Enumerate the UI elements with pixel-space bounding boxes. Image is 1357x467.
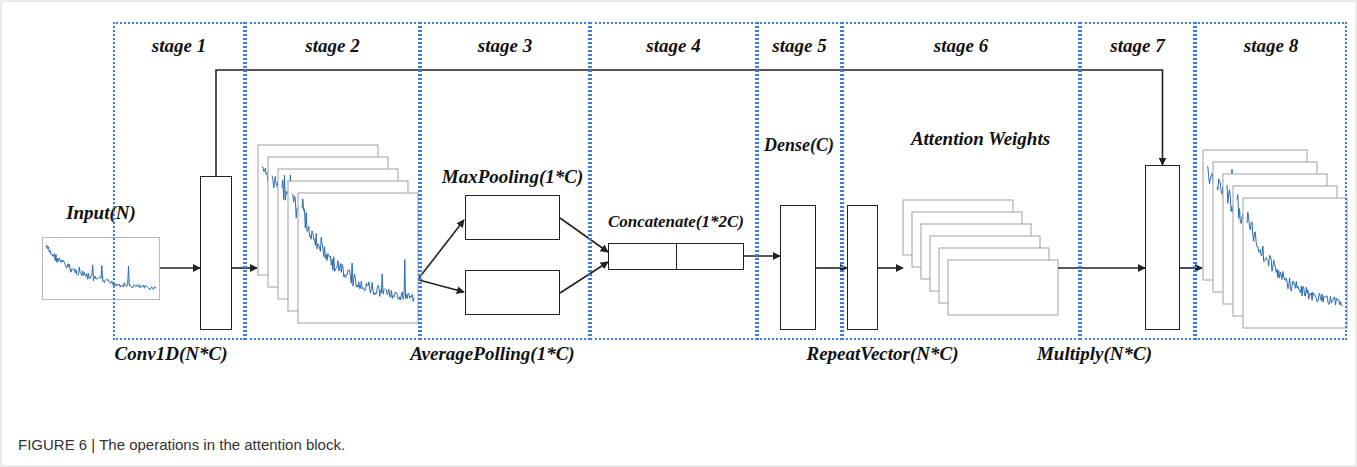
spectrum-trace xyxy=(46,245,156,289)
stage-label: stage 8 xyxy=(1244,36,1298,57)
stage-label: stage 4 xyxy=(646,36,700,57)
pooling-box: MaxPooling(1*C) xyxy=(465,195,560,240)
layer-label: Conv1D(N*C) xyxy=(115,344,228,365)
connector-arrow xyxy=(560,262,608,293)
concat-box: Concatenate(1*2C) xyxy=(608,243,744,270)
feature-sheet xyxy=(298,193,418,323)
pooling-box: AveragePolling(1*C) xyxy=(465,270,560,315)
connector-arrow xyxy=(878,267,903,269)
spectrum-trace xyxy=(1247,212,1343,306)
layer-label: Input(N) xyxy=(66,203,136,224)
stage-label: stage 7 xyxy=(1110,36,1164,57)
layer-label: AveragePolling(1*C) xyxy=(410,344,574,365)
stage-label: stage 1 xyxy=(152,36,206,57)
stage-frame: stage 3 MaxPooling(1*C) AveragePolling(1*C… xyxy=(420,22,590,340)
connector-arrow xyxy=(560,218,608,252)
conv-layer: Conv1D(N*C) xyxy=(200,176,232,330)
layer-label: RepeatVector(N*C) xyxy=(807,344,959,365)
stage-label: stage 5 xyxy=(772,36,826,57)
figure-caption: FIGURE 6 | The operations in the attenti… xyxy=(18,436,345,453)
stage-frame: stage 6 RepeatVector(N*C) Attention Weight… xyxy=(842,22,1080,340)
stage-frame: stage 5 Dense(C) xyxy=(757,22,842,340)
layer-label: Attention Weights xyxy=(911,129,1050,150)
stage-frame: stage 2 xyxy=(245,22,420,340)
feature-sheet xyxy=(1243,198,1347,328)
stage-frame: stage 1 Conv1D(N*C) xyxy=(113,22,245,340)
stage-frame: stage 4 Concatenate(1*2C) xyxy=(590,22,757,340)
input-signal: Input(N) xyxy=(42,237,160,300)
arrow-line xyxy=(419,280,464,292)
feature-sheet xyxy=(948,260,1058,315)
attention-weights: Attention Weights xyxy=(903,200,1058,315)
dense-layer: Dense(C) xyxy=(780,205,816,330)
layer-label: Multiply(N*C) xyxy=(1037,344,1152,365)
connector-arrow xyxy=(1058,267,1145,269)
stage-label: stage 3 xyxy=(478,36,532,57)
connector-arrow xyxy=(160,267,200,269)
arrow-line xyxy=(1180,267,1202,269)
connector-arrow xyxy=(744,255,780,257)
arrow-line xyxy=(419,220,464,278)
stage-frame: stage 7 Multiply(N*C) xyxy=(1080,22,1195,340)
spectrum-trace xyxy=(302,199,414,302)
connector-arrow xyxy=(216,70,1163,176)
layer-label: Dense(C) xyxy=(764,136,834,156)
layer-label: MaxPooling(1*C) xyxy=(442,167,583,188)
multiply-layer: Multiply(N*C) xyxy=(1145,165,1180,330)
concat-divider xyxy=(676,244,677,269)
layer-label: Concatenate(1*2C) xyxy=(608,213,744,232)
stage-label: stage 2 xyxy=(305,36,359,57)
stage-label: stage 6 xyxy=(934,36,988,57)
repeat-layer: RepeatVector(N*C) xyxy=(847,205,878,330)
stage-frame: stage 8 xyxy=(1195,22,1347,340)
